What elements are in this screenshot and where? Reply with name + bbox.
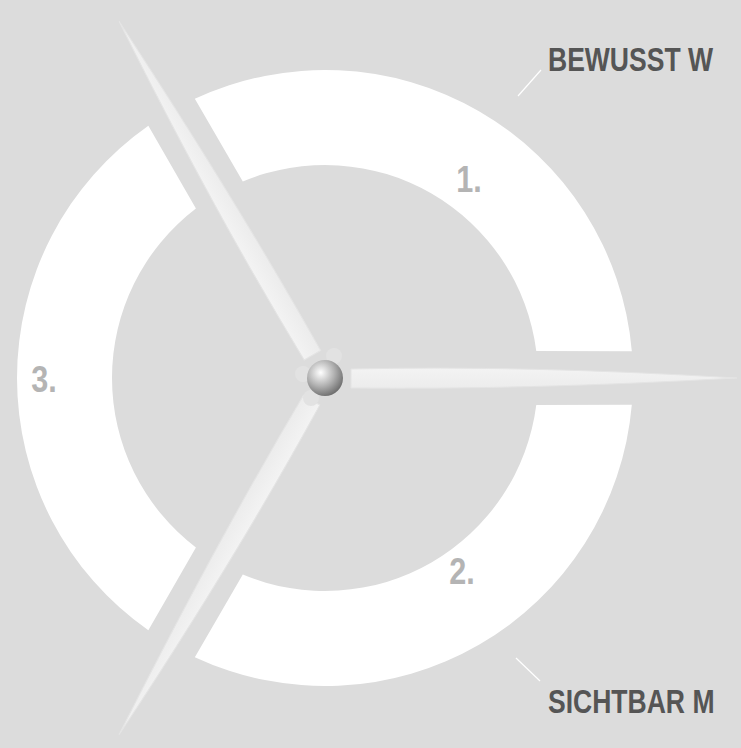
section-heading: SICHTBAR M: [548, 684, 714, 718]
segment-number: 3.: [31, 362, 57, 398]
rotor: [110, 16, 737, 740]
section-heading: BEWUSST W: [548, 42, 713, 76]
blade: [110, 395, 321, 739]
hub: [307, 360, 343, 396]
blade: [110, 16, 321, 360]
leader-line: [518, 70, 541, 96]
segment-fill: [195, 405, 632, 686]
segment-fill: [17, 126, 196, 631]
ring-segment: 3.: [17, 111, 220, 646]
leader-line: [516, 658, 540, 681]
segment-fill: [195, 70, 632, 351]
segment-number: 1.: [456, 162, 482, 198]
blade: [351, 368, 737, 388]
segment-number: 2.: [449, 554, 475, 590]
